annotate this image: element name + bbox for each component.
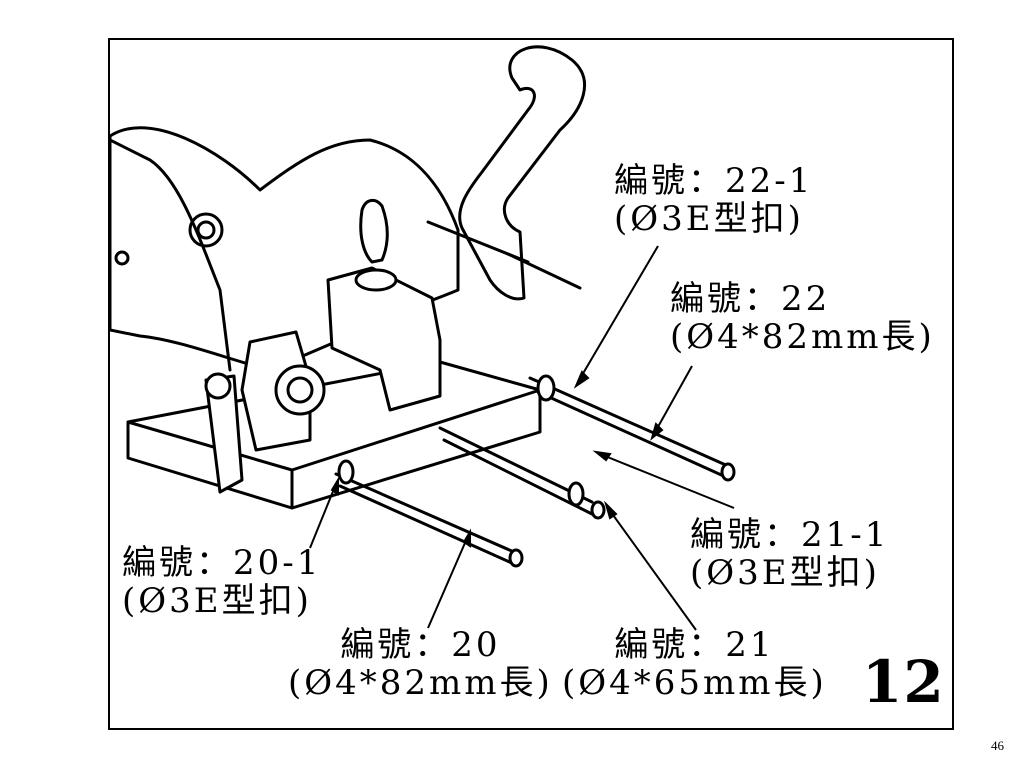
- e-clip-21-1: [567, 481, 585, 507]
- page-number: 46: [991, 738, 1004, 753]
- hook-bracket: [458, 45, 586, 301]
- label-20-1: 編號：20-1 (Ø3E型扣): [122, 544, 321, 620]
- label-22-1-spec: (Ø3E型扣): [614, 199, 804, 239]
- label-21-1-spec: (Ø3E型扣): [690, 553, 880, 593]
- rod-21: [438, 426, 594, 504]
- label-22: 編號：22 (Ø4*82mm長): [670, 280, 935, 356]
- label-22-1: 編號：22-1 (Ø3E型扣): [614, 162, 813, 238]
- label-21-1: 編號：21-1 (Ø3E型扣): [690, 516, 889, 592]
- label-21-spec: (Ø4*65mm長): [562, 663, 827, 703]
- label-20-1-spec: (Ø3E型扣): [122, 581, 312, 621]
- label-20: 編號：20 (Ø4*82mm長): [288, 626, 553, 702]
- label-22-1-name: 編號：22-1: [614, 161, 814, 201]
- rod-20: [334, 472, 516, 554]
- label-21: 編號：21 (Ø4*65mm長): [562, 626, 827, 702]
- diagram-frame: 編號：22-1 (Ø3E型扣) 編號：22 (Ø4*82mm長) 編號：21-1…: [108, 38, 954, 730]
- e-clip-22-1: [536, 374, 556, 402]
- label-21-1-name: 編號：21-1: [690, 515, 890, 555]
- label-22-name: 編號：22: [670, 279, 831, 319]
- assembly-drawing: [110, 45, 736, 631]
- label-20-name: 編號：20: [340, 625, 501, 665]
- label-20-1-name: 編號：20-1: [122, 543, 322, 583]
- step-number: 12: [862, 648, 945, 716]
- e-clip-20-1: [337, 459, 355, 485]
- rod-22: [528, 376, 730, 468]
- label-22-spec: (Ø4*82mm長): [670, 317, 935, 357]
- label-20-spec: (Ø4*82mm長): [288, 663, 553, 703]
- label-21-name: 編號：21: [614, 625, 775, 665]
